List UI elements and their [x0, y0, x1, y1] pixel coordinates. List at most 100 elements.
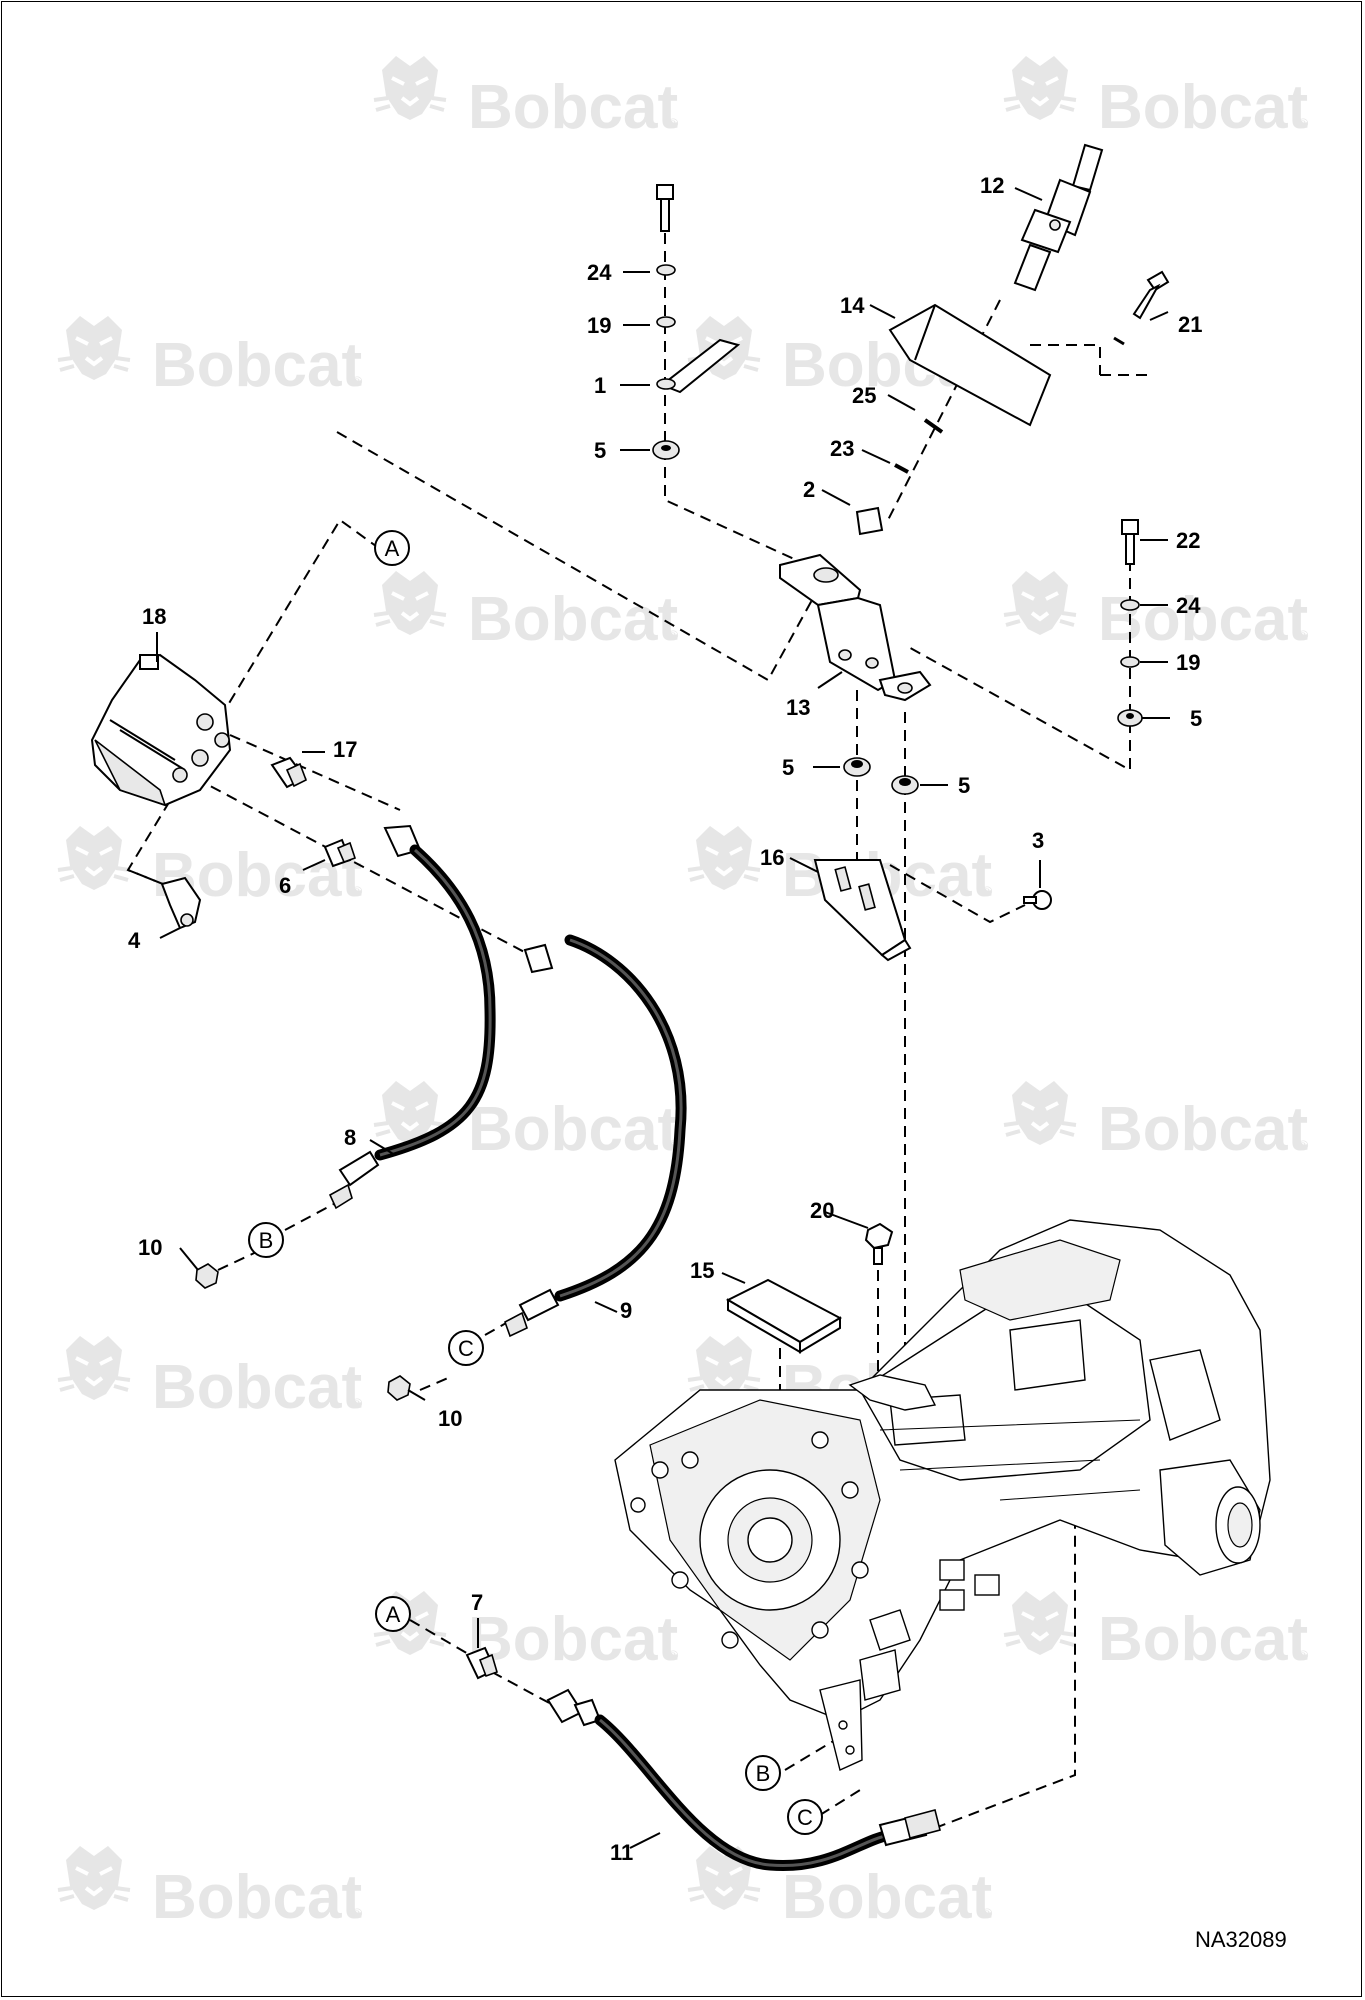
- callout-3: 3: [1032, 828, 1044, 853]
- watermark-text: Bobcat: [468, 1095, 678, 1164]
- part-23-ring: [894, 463, 909, 474]
- watermark-5: Bobcat ®: [372, 569, 679, 654]
- callout-19: 19: [1176, 650, 1200, 675]
- callout-21: 21: [1178, 312, 1202, 337]
- bobcat-head-icon: [1002, 54, 1078, 122]
- bobcat-head-icon: [372, 54, 448, 122]
- part-15-pad: [725, 1278, 843, 1354]
- callout-22: 22: [1176, 528, 1200, 553]
- part-1-link: [656, 338, 741, 394]
- bobcat-head-icon: [1002, 1589, 1078, 1657]
- part-18-motor: [90, 653, 232, 807]
- bobcat-head-icon: [372, 569, 448, 637]
- watermark-16: Bobcat ®: [686, 1844, 993, 1932]
- connection-c-top: C: [448, 1330, 484, 1366]
- callout-labels: 12 24 19 1 5 14 25 23 2 21 22 24 19 5 13…: [128, 173, 1202, 1865]
- part-16-plate: [813, 859, 912, 962]
- part-9-hose: [504, 934, 687, 1338]
- watermark-reg: ®: [352, 373, 363, 389]
- callout-16: 16: [760, 845, 784, 870]
- watermark-reg: ®: [352, 1905, 363, 1921]
- watermark-reg: ®: [352, 883, 363, 899]
- watermark-text: Bobcat: [152, 331, 362, 400]
- callout-10: 10: [438, 1406, 462, 1431]
- watermark-text: Bobcat: [1098, 585, 1308, 654]
- part-13-bracket: [779, 553, 932, 702]
- connection-letter: A: [385, 536, 400, 561]
- connection-letter: B: [259, 1228, 274, 1253]
- bobcat-head-icon: [56, 314, 132, 382]
- watermark-3: Bobcat ®: [56, 314, 363, 400]
- watermark-reg: ®: [1298, 627, 1309, 643]
- part-bolt-top: [656, 184, 674, 232]
- bobcat-head-icon: [1002, 569, 1078, 637]
- watermark-text: Bobcat: [782, 1863, 992, 1932]
- callout-11: 11: [610, 1840, 633, 1865]
- watermark-15: Bobcat ®: [56, 1844, 363, 1932]
- watermark-reg: ®: [668, 1647, 679, 1663]
- part-19-lockwasher: [656, 316, 676, 328]
- part-8-hose: [328, 824, 496, 1210]
- part-24-washer: [656, 264, 676, 276]
- connection-a-bottom: A: [375, 1596, 411, 1632]
- watermark-13: Bobcat ®: [372, 1589, 679, 1674]
- bobcat-head-icon: [56, 1844, 132, 1912]
- watermark-reg: ®: [668, 115, 679, 131]
- watermark-6: Bobcat ®: [1002, 569, 1309, 654]
- connection-letter: C: [797, 1805, 813, 1830]
- callout-17: 17: [333, 737, 357, 762]
- callout-4: 4: [128, 928, 141, 953]
- leader-lines: [156, 187, 1170, 1849]
- part-7-fitting: [465, 1646, 498, 1680]
- part-17-fitting: [270, 756, 308, 789]
- connection-b-top: B: [248, 1222, 284, 1258]
- callout-24: 24: [1176, 593, 1201, 618]
- callout-5: 5: [1190, 706, 1202, 731]
- callout-24: 24: [587, 260, 612, 285]
- watermark-text: Bobcat: [1098, 73, 1308, 142]
- callout-25: 25: [852, 383, 876, 408]
- part-10-nut-a: [195, 1263, 219, 1289]
- watermark-text: Bobcat: [468, 1605, 678, 1674]
- connection-letter: B: [756, 1761, 771, 1786]
- watermark-reg: ®: [982, 1905, 993, 1921]
- watermark-text: Bobcat: [468, 73, 678, 142]
- callout-5: 5: [782, 755, 794, 780]
- bobcat-head-icon: [56, 824, 132, 892]
- connection-letter: C: [458, 1336, 474, 1361]
- watermark-text: Bobcat: [1098, 1095, 1308, 1164]
- part-6-fitting: [323, 838, 357, 868]
- callout-19: 19: [587, 313, 611, 338]
- watermark-2: Bobcat ®: [1002, 54, 1309, 142]
- callout-13: 13: [786, 695, 810, 720]
- part-5-grommet-a: [652, 440, 680, 460]
- part-20-bolt: [864, 1222, 894, 1265]
- watermark-layer: Bobcat ® Bobcat ® Bobcat ® Bobcat ® Bobc…: [56, 54, 1309, 1932]
- callout-8: 8: [344, 1125, 356, 1150]
- callout-5: 5: [958, 773, 970, 798]
- callout-7: 7: [471, 1590, 483, 1615]
- watermark-7: Bobcat ®: [56, 824, 363, 910]
- watermark-reg: ®: [982, 883, 993, 899]
- part-2-spacer: [855, 506, 884, 536]
- connection-c-bottom: C: [787, 1799, 823, 1835]
- transmission-housing: [614, 1219, 1271, 1771]
- watermark-14: Bobcat ®: [1002, 1589, 1309, 1674]
- watermark-11: Bobcat ®: [56, 1334, 363, 1422]
- part-21-bolt: [1113, 270, 1170, 346]
- callout-5: 5: [594, 438, 606, 463]
- callout-14: 14: [840, 293, 865, 318]
- part-4-elbow: [160, 876, 202, 930]
- watermark-reg: ®: [668, 627, 679, 643]
- watermark-text: Bobcat: [152, 1353, 362, 1422]
- callout-12: 12: [980, 173, 1004, 198]
- callout-15: 15: [690, 1258, 714, 1283]
- watermark-9: Bobcat ®: [372, 1079, 679, 1164]
- drawing-number: NA32089: [1195, 1927, 1287, 1952]
- part-12-steering-joint: [1013, 143, 1104, 292]
- connection-a-top: A: [374, 530, 410, 566]
- callout-20: 20: [810, 1198, 834, 1223]
- callout-6: 6: [279, 873, 291, 898]
